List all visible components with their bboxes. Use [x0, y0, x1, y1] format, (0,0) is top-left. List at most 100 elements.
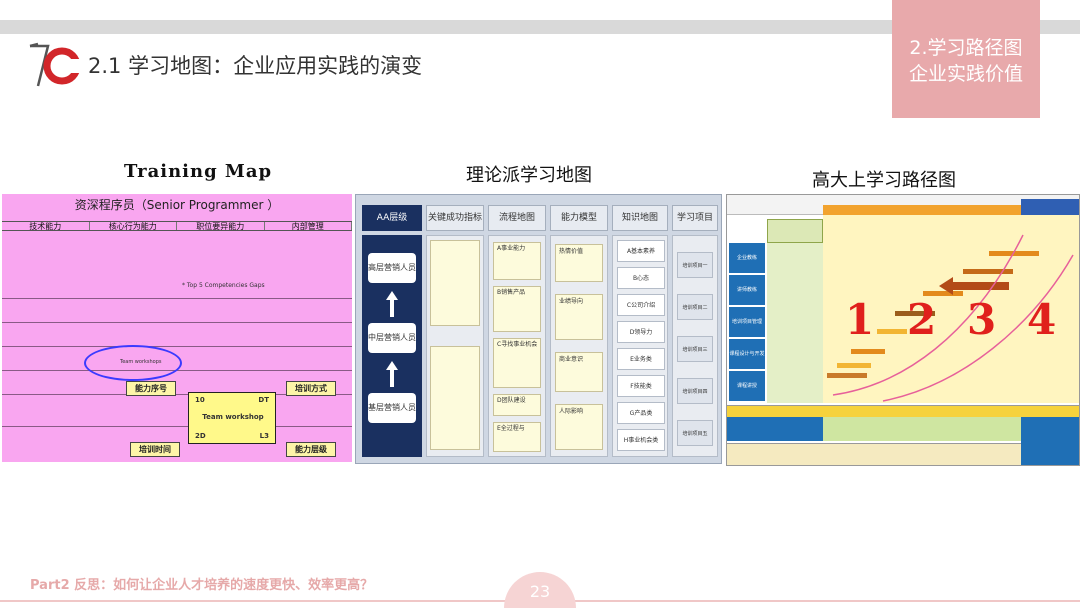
- path-cell: [877, 329, 907, 334]
- divider: [2, 346, 352, 347]
- level-box: 高层营销人员: [368, 253, 416, 283]
- cube-label: 10: [195, 396, 205, 404]
- watermark: 知乎 @范小姐: [852, 554, 998, 579]
- cube-title: Team workshop: [202, 413, 264, 421]
- column-header: 核心行为能力: [90, 222, 177, 231]
- team-workshops-oval: [84, 345, 182, 381]
- competency-label: 人际影响: [559, 408, 584, 415]
- competency-label: 商业意识: [559, 356, 584, 363]
- column-header: 能力模型: [550, 205, 608, 231]
- knowledge-item: G产品类: [617, 402, 665, 424]
- project-item: 培训项目五: [677, 420, 713, 446]
- training-map-columns: 技术能力 核心行为能力 职位要异能力 内部管理: [2, 221, 352, 231]
- logo-icon: [29, 42, 82, 87]
- process-box: D团队建设: [493, 394, 541, 416]
- process-column: A事业能力 B销售产品 C寻找事业机会 D团队建设 E全过程与: [488, 235, 546, 457]
- roles-label: [727, 417, 823, 441]
- theory-map-image: AA层级 关键成功指标 流程地图 能力模型 知识地图 学习项目 高层营销人员 中…: [355, 194, 722, 464]
- competency-box: 商业意识: [555, 352, 603, 392]
- label-box: 能力序号: [126, 381, 176, 396]
- divider: [2, 394, 352, 395]
- knowledge-column: A基本素养 B心态 C公司介绍 D领导力 E业务类 F技能类 G产品类 H事业机…: [612, 235, 668, 457]
- training-map-image: 资深程序员（Senior Programmer ） 技术能力 核心行为能力 职位…: [2, 194, 352, 462]
- blue-band: [1021, 199, 1079, 215]
- stage-number: 3: [967, 295, 997, 344]
- legend-row: [727, 405, 1079, 417]
- kpi-column: [426, 235, 484, 457]
- knowledge-item: A基本素养: [617, 240, 665, 262]
- process-box: E全过程与: [493, 422, 541, 452]
- training-map-header: 资深程序员（Senior Programmer ）: [74, 198, 280, 212]
- cube-label: L3: [259, 432, 269, 440]
- section-tag: 2.学习路径图 企业实践价值: [892, 0, 1040, 118]
- theory-map-caption: 理论派学习地图: [466, 165, 592, 186]
- divider: [2, 426, 352, 427]
- stage-number: 4: [1027, 295, 1057, 344]
- row-label: 讲师教练（TTT）: [729, 275, 765, 323]
- grid-header: [767, 219, 823, 243]
- column-header: 知识地图: [612, 205, 668, 231]
- divider: [2, 322, 352, 323]
- process-box: A事业能力: [493, 242, 541, 280]
- divider: [2, 298, 352, 299]
- process-box: B销售产品: [493, 286, 541, 332]
- aa-level-header: AA层级: [362, 205, 422, 231]
- column-header: 流程地图: [488, 205, 546, 231]
- arrow-up-icon: [386, 291, 398, 317]
- process-box: C寻找事业机会: [493, 338, 541, 388]
- column-header: 学习项目: [672, 205, 718, 231]
- competency-column: 热情价值 业绩导向 商业意识 人际影响: [550, 235, 608, 457]
- team-workshop-cube: 10 DT Team workshop 2D L3: [188, 392, 276, 444]
- row-label: 企业教练: [729, 243, 765, 273]
- knowledge-item: C公司介绍: [617, 294, 665, 316]
- level-box: 基层营销人员: [368, 393, 416, 423]
- competency-box: 业绩导向: [555, 294, 603, 340]
- knowledge-item: H事业机会类: [617, 429, 665, 451]
- level-grid: [767, 243, 823, 403]
- process-label: C寻找事业机会: [497, 341, 538, 348]
- knowledge-item: B心态: [617, 267, 665, 289]
- process-label: E全过程与: [497, 425, 525, 432]
- competency-box: 热情价值: [555, 244, 603, 282]
- arrow-left-icon: [939, 277, 1009, 295]
- path-cell: [827, 373, 867, 378]
- orange-band: [823, 205, 1023, 215]
- path-cell: [851, 349, 885, 354]
- cube-label: 2D: [195, 432, 206, 440]
- stage-number: 2: [907, 295, 937, 344]
- path-cell: [923, 291, 963, 296]
- path-cell: [837, 363, 871, 368]
- competency-gaps-note: * Top 5 Competencies Gaps: [182, 282, 265, 289]
- grid-area: [823, 215, 1079, 403]
- top-bar: [0, 20, 1080, 34]
- competency-label: 热情价值: [559, 248, 584, 255]
- kpi-box: [430, 240, 480, 326]
- cube-label: DT: [258, 396, 269, 404]
- competency-label: 业绩导向: [559, 298, 584, 305]
- knowledge-item: F技能类: [617, 375, 665, 397]
- page-number: 23: [504, 572, 576, 608]
- competency-box: 人际影响: [555, 404, 603, 450]
- arrow-up-icon: [386, 361, 398, 387]
- column-header: 职位要异能力: [177, 222, 265, 231]
- label-box: 培训方式: [286, 381, 336, 396]
- summary-box: [1021, 417, 1079, 465]
- row-label: 培训项目管理: [729, 307, 765, 337]
- row-label: 课程设计与开发: [729, 339, 765, 369]
- label-box: 培训时间: [130, 442, 180, 457]
- project-column: 培训项目一 培训项目二 培训项目三 培训项目四 培训项目五: [672, 235, 718, 457]
- process-label: B销售产品: [497, 289, 526, 296]
- project-item: 培训项目四: [677, 378, 713, 404]
- path-cell: [895, 311, 935, 316]
- section-tag-line1: 2.学习路径图: [909, 37, 1023, 59]
- slide-title: 2.1 学习地图：企业应用实践的演变: [88, 54, 423, 78]
- footer-text: Part2 反思：如何让企业人才培养的速度更快、效率更高？: [30, 578, 374, 593]
- knowledge-item: D领导力: [617, 321, 665, 343]
- aa-level-column: 高层营销人员 中层营销人员 基层营销人员: [362, 235, 422, 457]
- oval-label: Team workshops: [120, 359, 162, 365]
- column-header: 技术能力: [2, 222, 90, 231]
- knowledge-item: E业务类: [617, 348, 665, 370]
- bottom-row: [727, 443, 1079, 465]
- stage-number: 1: [845, 295, 875, 344]
- path-map-caption: 高大上学习路径图: [812, 170, 956, 191]
